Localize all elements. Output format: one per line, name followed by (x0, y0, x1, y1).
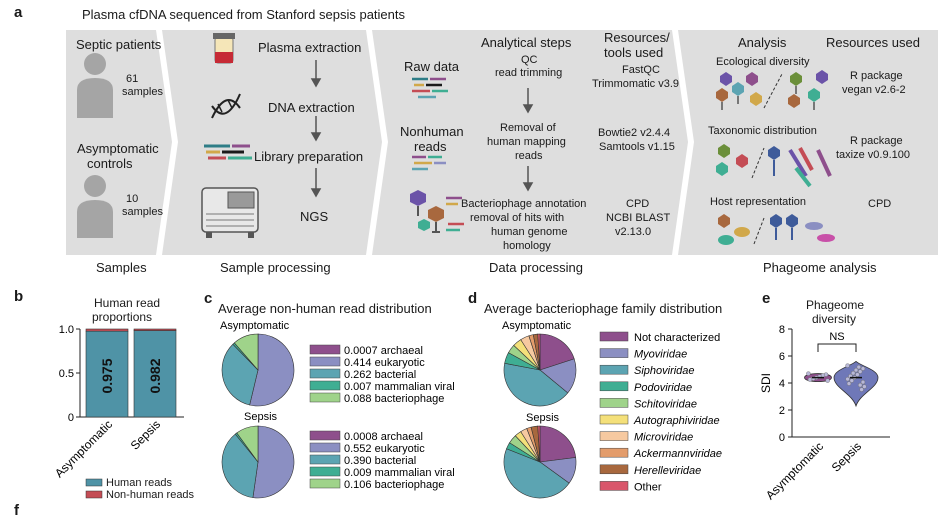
e-ytick-label-0: 0 (779, 432, 785, 444)
violin-point-1-13 (846, 377, 850, 381)
e-category-1: Sepsis (829, 439, 864, 474)
violin-point-0-7 (826, 379, 830, 383)
violin-point-1-15 (858, 383, 862, 387)
e-ytick-label-3: 6 (779, 351, 785, 363)
violin-point-1-6 (847, 382, 851, 386)
e-category-0: Asymptomatic (763, 439, 826, 502)
e-ylabel: SDI (759, 373, 773, 393)
violin-point-1-0 (846, 364, 850, 368)
violin-point-1-8 (860, 388, 864, 392)
e-sig-label: NS (829, 331, 844, 343)
panel-f-letter: f (14, 502, 19, 519)
e-sig-bracket (818, 344, 856, 352)
e-ytick-label-1: 2 (779, 405, 785, 417)
e-ytick-label-4: 8 (779, 324, 785, 336)
e-ytick-label-2: 4 (779, 378, 785, 390)
violin-point-0-6 (808, 378, 812, 382)
violin-point-0-0 (806, 372, 810, 376)
